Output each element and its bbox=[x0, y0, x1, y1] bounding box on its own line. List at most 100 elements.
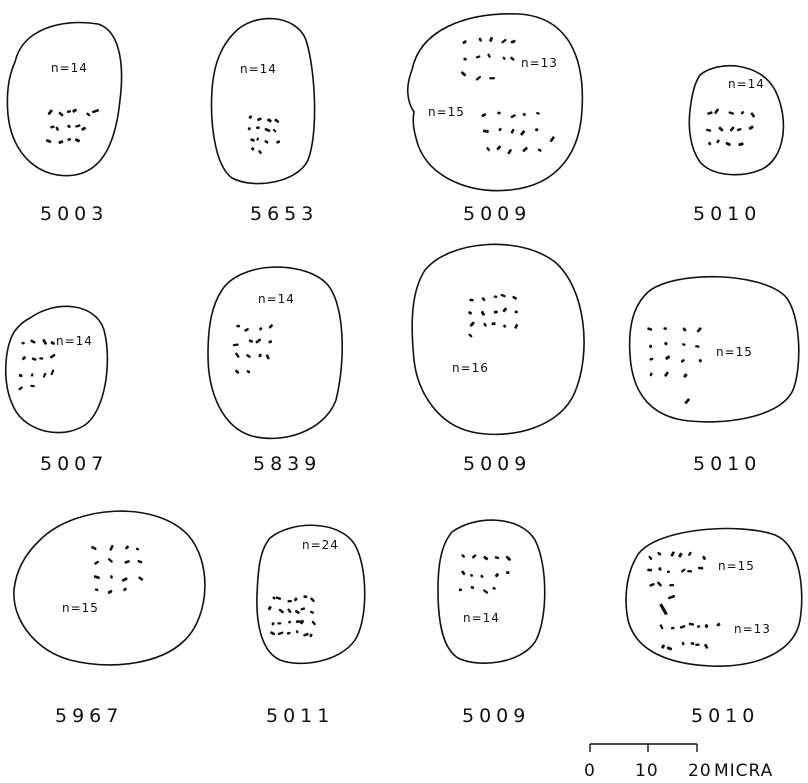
chromosome bbox=[708, 141, 712, 145]
chromosome bbox=[264, 140, 269, 144]
chromosome bbox=[689, 622, 695, 625]
chromosome bbox=[687, 570, 692, 573]
scale-tick-label: 20 bbox=[688, 761, 712, 781]
chromosome bbox=[738, 142, 744, 146]
scale-unit-label: MICRA bbox=[714, 761, 773, 781]
chromosome bbox=[461, 71, 467, 77]
chromosome bbox=[67, 124, 71, 128]
chromosome bbox=[30, 373, 33, 377]
chromosome bbox=[258, 353, 262, 358]
chromosome bbox=[502, 56, 506, 60]
chromosome bbox=[748, 125, 754, 130]
chromosome bbox=[287, 600, 292, 603]
chromosome bbox=[515, 311, 518, 314]
chromosome bbox=[95, 588, 99, 591]
chromosome bbox=[668, 595, 675, 600]
chromosome bbox=[310, 597, 315, 603]
specimen-number: 5010 bbox=[693, 453, 761, 475]
chromosome bbox=[695, 345, 700, 348]
chromosome bbox=[109, 545, 114, 551]
chromosome bbox=[718, 126, 724, 132]
chromosome bbox=[648, 555, 653, 560]
chromosome bbox=[288, 620, 292, 623]
chromosome bbox=[50, 341, 55, 345]
chromosome bbox=[698, 359, 702, 363]
chromosome bbox=[267, 118, 272, 123]
chromosome bbox=[702, 555, 707, 560]
chromosome bbox=[18, 374, 22, 378]
chromosome bbox=[265, 354, 270, 360]
chromosome bbox=[688, 551, 692, 556]
chromosome bbox=[750, 112, 755, 118]
chromosome bbox=[107, 558, 113, 563]
cell-outline bbox=[412, 244, 584, 434]
chromosome-cluster bbox=[247, 115, 280, 154]
chromosome bbox=[256, 137, 259, 141]
chromosome bbox=[649, 357, 653, 360]
chromosome bbox=[272, 596, 276, 600]
chromosome bbox=[235, 369, 240, 374]
chromosome bbox=[21, 356, 26, 361]
chromosome bbox=[682, 327, 687, 332]
cell-5653: n=14 5653 bbox=[212, 19, 319, 225]
chromosome bbox=[649, 372, 653, 376]
chromosome bbox=[246, 370, 250, 374]
chromosome bbox=[91, 546, 97, 551]
chromosome bbox=[507, 149, 512, 155]
chromosome bbox=[244, 328, 249, 333]
n-count-label: n=15 bbox=[428, 105, 465, 119]
specimen-number: 5653 bbox=[250, 203, 318, 225]
n-count-label: n=14 bbox=[258, 292, 295, 306]
chromosome bbox=[468, 333, 473, 338]
chromosome-cluster bbox=[481, 112, 542, 155]
chromosome bbox=[478, 37, 482, 42]
cell-5009-a: n=13 n=15 5009 bbox=[408, 14, 583, 225]
chromosome bbox=[300, 607, 305, 611]
n-count-label: n=15 bbox=[62, 601, 99, 615]
chromosome bbox=[492, 587, 496, 590]
cell-5007: n=14 5007 bbox=[6, 306, 109, 475]
chromosome bbox=[138, 576, 144, 581]
chromosome-cluster bbox=[459, 554, 512, 594]
cell-5010-a: n=14 5010 bbox=[689, 66, 783, 225]
chromosome bbox=[81, 126, 86, 131]
n-count-label: n=14 bbox=[240, 62, 277, 76]
chromosome bbox=[470, 586, 474, 590]
cell-outline bbox=[626, 529, 802, 667]
chromosome bbox=[67, 138, 71, 142]
chromosome bbox=[684, 398, 690, 404]
chromosome bbox=[309, 633, 313, 637]
specimen-number: 5009 bbox=[463, 453, 531, 475]
chromosome-cluster bbox=[647, 551, 706, 587]
cell-outline bbox=[212, 19, 315, 184]
chromosome bbox=[30, 339, 36, 344]
chromosome bbox=[32, 357, 37, 361]
chromosome bbox=[462, 40, 467, 45]
chromosome bbox=[659, 624, 663, 630]
chromosome bbox=[706, 129, 712, 132]
chromosome bbox=[287, 608, 292, 613]
chromosome bbox=[110, 575, 113, 579]
chromosome-cluster bbox=[461, 37, 516, 81]
chromosome bbox=[680, 359, 685, 363]
chromosome bbox=[270, 631, 276, 636]
chromosome bbox=[30, 385, 35, 388]
chromosome bbox=[494, 295, 498, 298]
chromosome bbox=[683, 373, 688, 378]
chromosome bbox=[522, 112, 526, 116]
scale-tick-label: 10 bbox=[635, 761, 659, 781]
chromosome-cluster bbox=[91, 545, 144, 595]
chromosome bbox=[58, 111, 64, 116]
chromosome-cluster bbox=[46, 108, 91, 144]
chromosome bbox=[480, 574, 484, 578]
chromosome bbox=[259, 327, 263, 331]
chromosome bbox=[248, 339, 253, 343]
chromosome bbox=[670, 551, 675, 557]
specimen-number: 5967 bbox=[55, 705, 123, 727]
chromosome bbox=[681, 568, 686, 573]
chromosome bbox=[50, 369, 54, 375]
chromosome-cluster bbox=[18, 339, 56, 391]
chromosome bbox=[716, 622, 721, 627]
chromosome bbox=[300, 619, 305, 624]
chromosome bbox=[123, 587, 128, 591]
